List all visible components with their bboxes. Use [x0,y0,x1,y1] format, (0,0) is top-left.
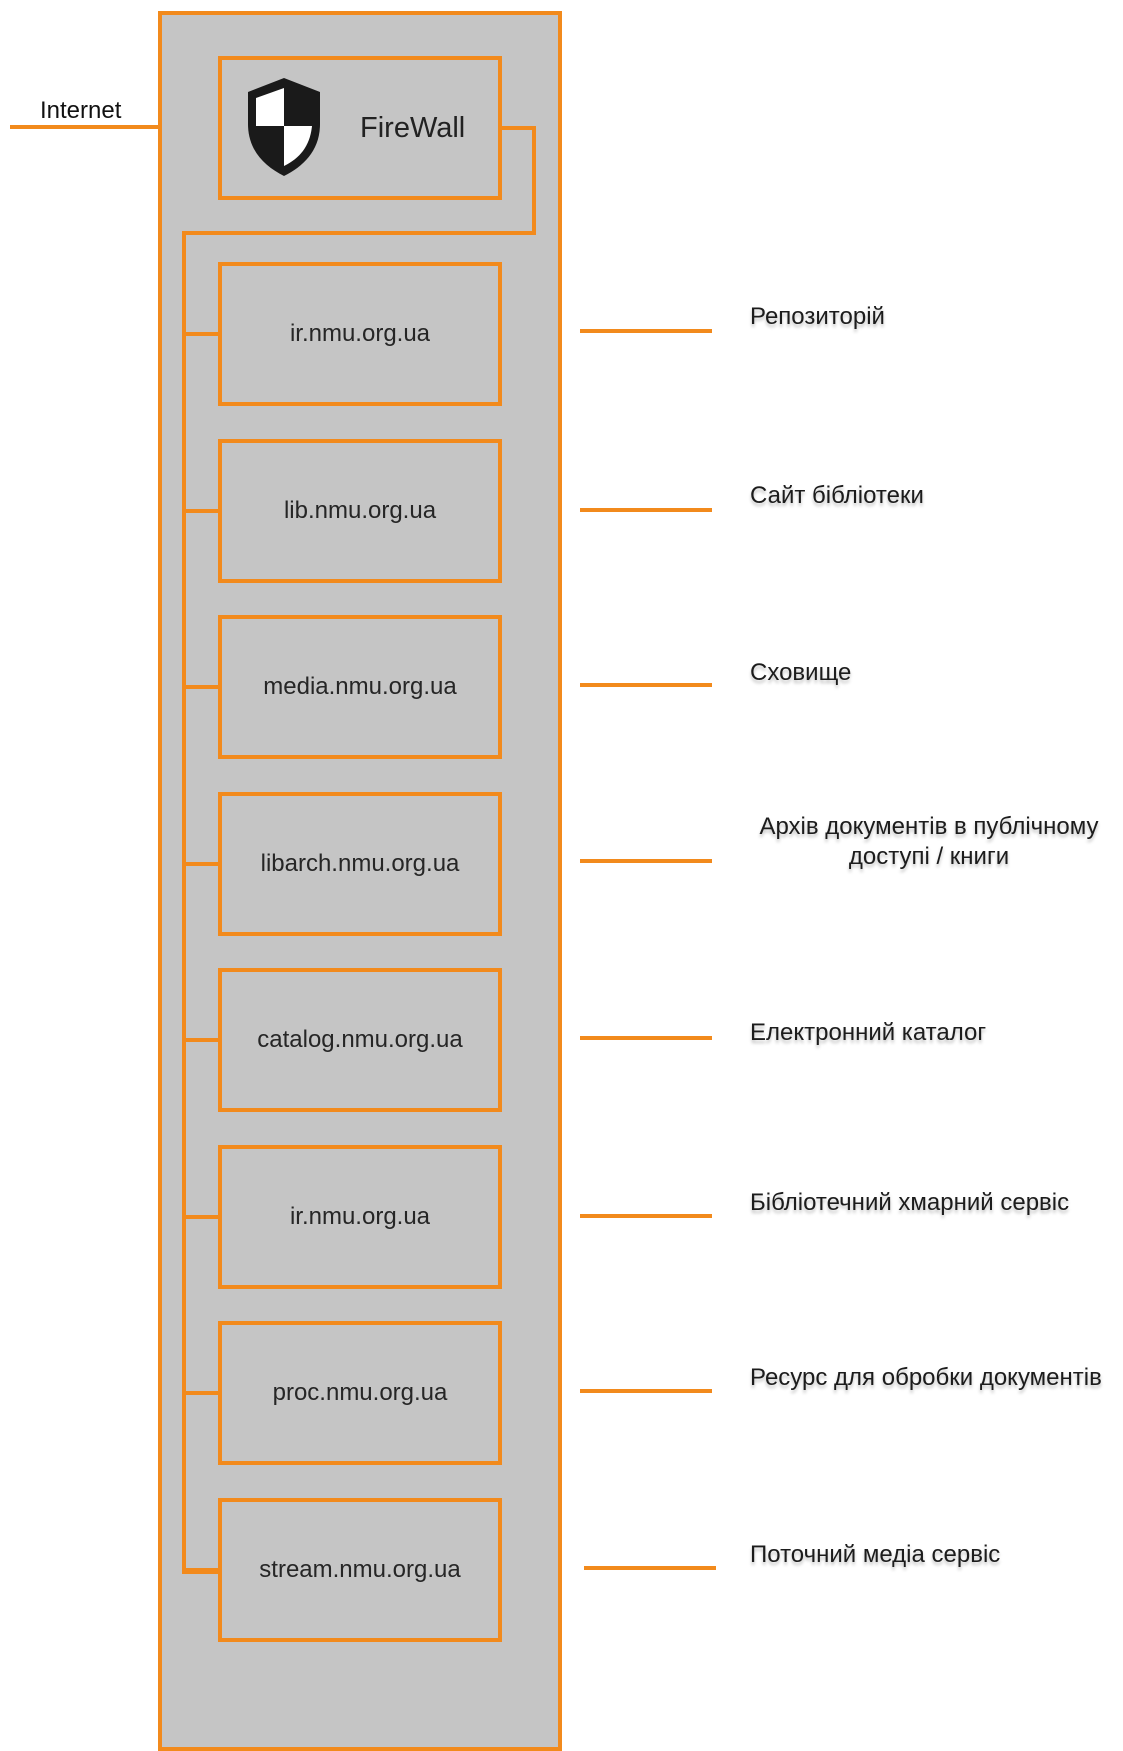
server-host: libarch.nmu.org.ua [260,850,460,877]
server-description: Сайт бібліотеки [750,482,924,509]
server-description-line: Архів документів в публічному [759,813,1099,840]
server-host: proc.nmu.org.ua [272,1379,448,1406]
server-description: Електронний каталог [750,1019,987,1046]
server-box-proc: proc.nmu.org.ua [218,1321,502,1465]
server-box-libarch: libarch.nmu.org.ua [218,792,502,936]
server-host: stream.nmu.org.ua [259,1556,461,1583]
server-host: lib.nmu.org.ua [283,497,437,524]
server-description: Сховище [750,659,852,686]
server-host: media.nmu.org.ua [263,673,457,700]
internet-label: Internet [40,97,122,124]
server-box-ir: ir.nmu.org.ua [218,262,502,406]
server-host: ir.nmu.org.ua [289,1203,431,1230]
server-box-lib: lib.nmu.org.ua [218,439,502,583]
branch-connectors [184,332,218,1572]
server-box-cloud: ir.nmu.org.ua [218,1145,502,1289]
server-description: Ресурс для обробки документів [750,1364,1102,1391]
shield-icon [242,72,326,185]
server-description: Архів документів в публічному доступі / … [750,812,1108,872]
server-box-stream: stream.nmu.org.ua [218,1498,502,1642]
server-description-line: доступі / книги [848,843,1010,870]
firewall-label: FireWall [360,111,466,144]
description-leader-lines [580,329,716,1570]
server-description: Репозиторій [750,303,885,330]
server-host: catalog.nmu.org.ua [257,1026,463,1053]
server-description: Бібліотечний хмарний сервіс [750,1189,1070,1216]
server-description: Поточний медіа сервіс [750,1541,1001,1568]
firewall-box: FireWall [218,56,502,200]
server-host: ir.nmu.org.ua [289,320,431,347]
server-box-catalog: catalog.nmu.org.ua [218,968,502,1112]
server-box-media: media.nmu.org.ua [218,615,502,759]
